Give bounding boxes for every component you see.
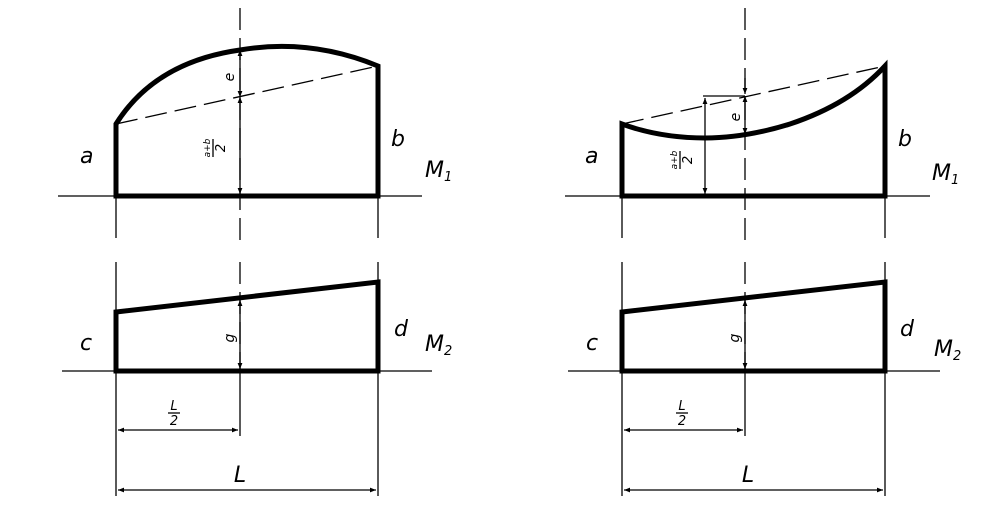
left-half-L-num: L [170, 399, 177, 414]
right-label-e: e [728, 113, 744, 122]
left-ab-half-num: a+b [203, 138, 213, 157]
left-label-c: c [80, 331, 92, 356]
left-label-a: a [80, 144, 93, 169]
left-ab-half-fraction: a+b 2 [203, 138, 229, 157]
left-label-g: g [222, 333, 238, 342]
left-label-b: b [391, 127, 405, 152]
right-label-b: b [898, 127, 912, 152]
left-ab-half-den: 2 [214, 144, 229, 152]
right-m1-diagram: e a+b 2 a b M1 [565, 8, 959, 244]
right-label-c: c [586, 331, 598, 356]
right-label-m2: M2 [934, 337, 961, 364]
left-label-d: d [394, 317, 409, 342]
right-label-a: a [585, 144, 598, 169]
right-half-L-den: 2 [678, 414, 686, 429]
right-diagram-set: e a+b 2 a b M1 g L [565, 8, 961, 496]
left-half-L-den: 2 [170, 414, 178, 429]
right-ab-half-num: a+b [670, 150, 680, 169]
left-diagram-set: e a+b 2 a b M1 g L [58, 8, 452, 496]
left-label-e: e [222, 73, 238, 82]
left-m2-outline [113, 279, 381, 374]
right-ab-half-den: 2 [681, 156, 696, 164]
left-m1-chord [115, 65, 379, 125]
right-label-d: d [900, 317, 915, 342]
right-label-g: g [727, 333, 743, 342]
left-label-L: L [234, 463, 246, 488]
right-m2-diagram: g L 2 L c d M2 [568, 262, 961, 496]
left-half-L-fraction: L 2 [168, 399, 180, 429]
right-label-L: L [742, 463, 754, 488]
left-m2-diagram: g L 2 L c d M2 [62, 262, 452, 496]
right-m1-chord [621, 65, 886, 125]
left-label-m2: M2 [425, 332, 452, 359]
left-m1-outline [113, 43, 381, 199]
right-half-L-fraction: L 2 [676, 399, 688, 429]
right-m1-outline [619, 59, 888, 199]
left-m1-diagram: e a+b 2 a b M1 [58, 8, 452, 244]
right-ab-half-fraction: a+b 2 [670, 150, 696, 169]
right-label-m1: M1 [932, 161, 959, 188]
left-label-m1: M1 [425, 158, 452, 185]
right-half-L-num: L [678, 399, 685, 414]
right-m2-outline [619, 279, 888, 374]
